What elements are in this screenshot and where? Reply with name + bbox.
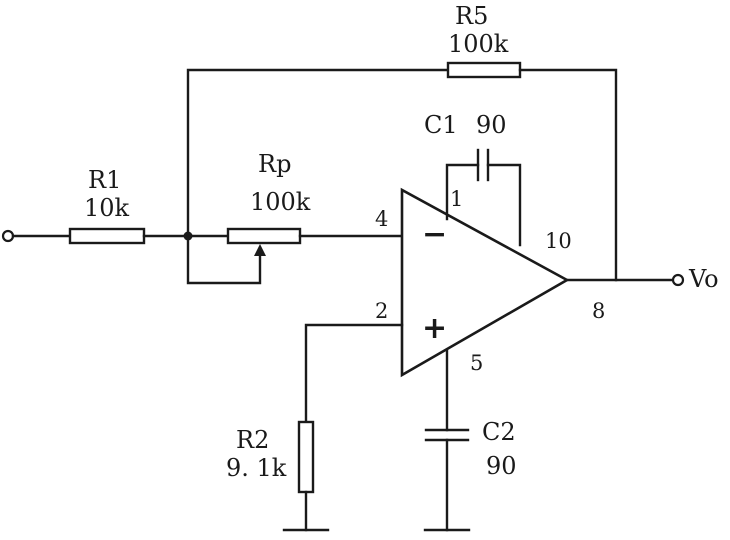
c2-value-label: 90: [486, 452, 517, 480]
feedback-wire-right: [518, 68, 618, 282]
rp-name-label: Rp: [258, 150, 291, 178]
r1-value-label: 10k: [84, 194, 130, 222]
input-terminal: [1, 229, 15, 243]
opamp-inverting-sign: −: [422, 217, 447, 252]
r2-resistor: [297, 420, 315, 494]
c1-wire-right: [486, 163, 522, 247]
c2-name-label: C2: [482, 418, 516, 446]
r2-value-label: 9. 1k: [226, 454, 287, 482]
r1-resistor: [68, 227, 146, 245]
r1-name-label: R1: [88, 166, 121, 194]
rp-wiper-arrow: [254, 244, 266, 256]
feedback-wire-left: [186, 68, 450, 238]
pin-4-label: 4: [375, 207, 388, 231]
r5-resistor: [446, 61, 522, 79]
c1-value-label: 90: [476, 111, 507, 139]
opamp-noninverting-sign: +: [422, 311, 447, 346]
r5-value-label: 100k: [448, 30, 509, 58]
r2-name-label: R2: [236, 426, 269, 454]
c1-wire-left: [445, 163, 480, 221]
output-terminal: [671, 273, 685, 287]
opamp-triangle: [400, 187, 570, 378]
output-label: Vo: [688, 265, 719, 293]
rp-potentiometer: [226, 227, 302, 245]
rp-wiper-wire: [186, 234, 262, 285]
pin-2-label: 2: [375, 299, 388, 323]
noninv-wire: [304, 323, 404, 424]
pin-1-label: 1: [450, 187, 463, 211]
c1-name-label: C1: [424, 111, 458, 139]
rp-value-label: 100k: [250, 188, 311, 216]
pin-5-label: 5: [470, 351, 483, 375]
r5-name-label: R5: [455, 2, 488, 30]
pin-8-label: 8: [592, 299, 605, 323]
pin-10-label: 10: [545, 229, 572, 253]
